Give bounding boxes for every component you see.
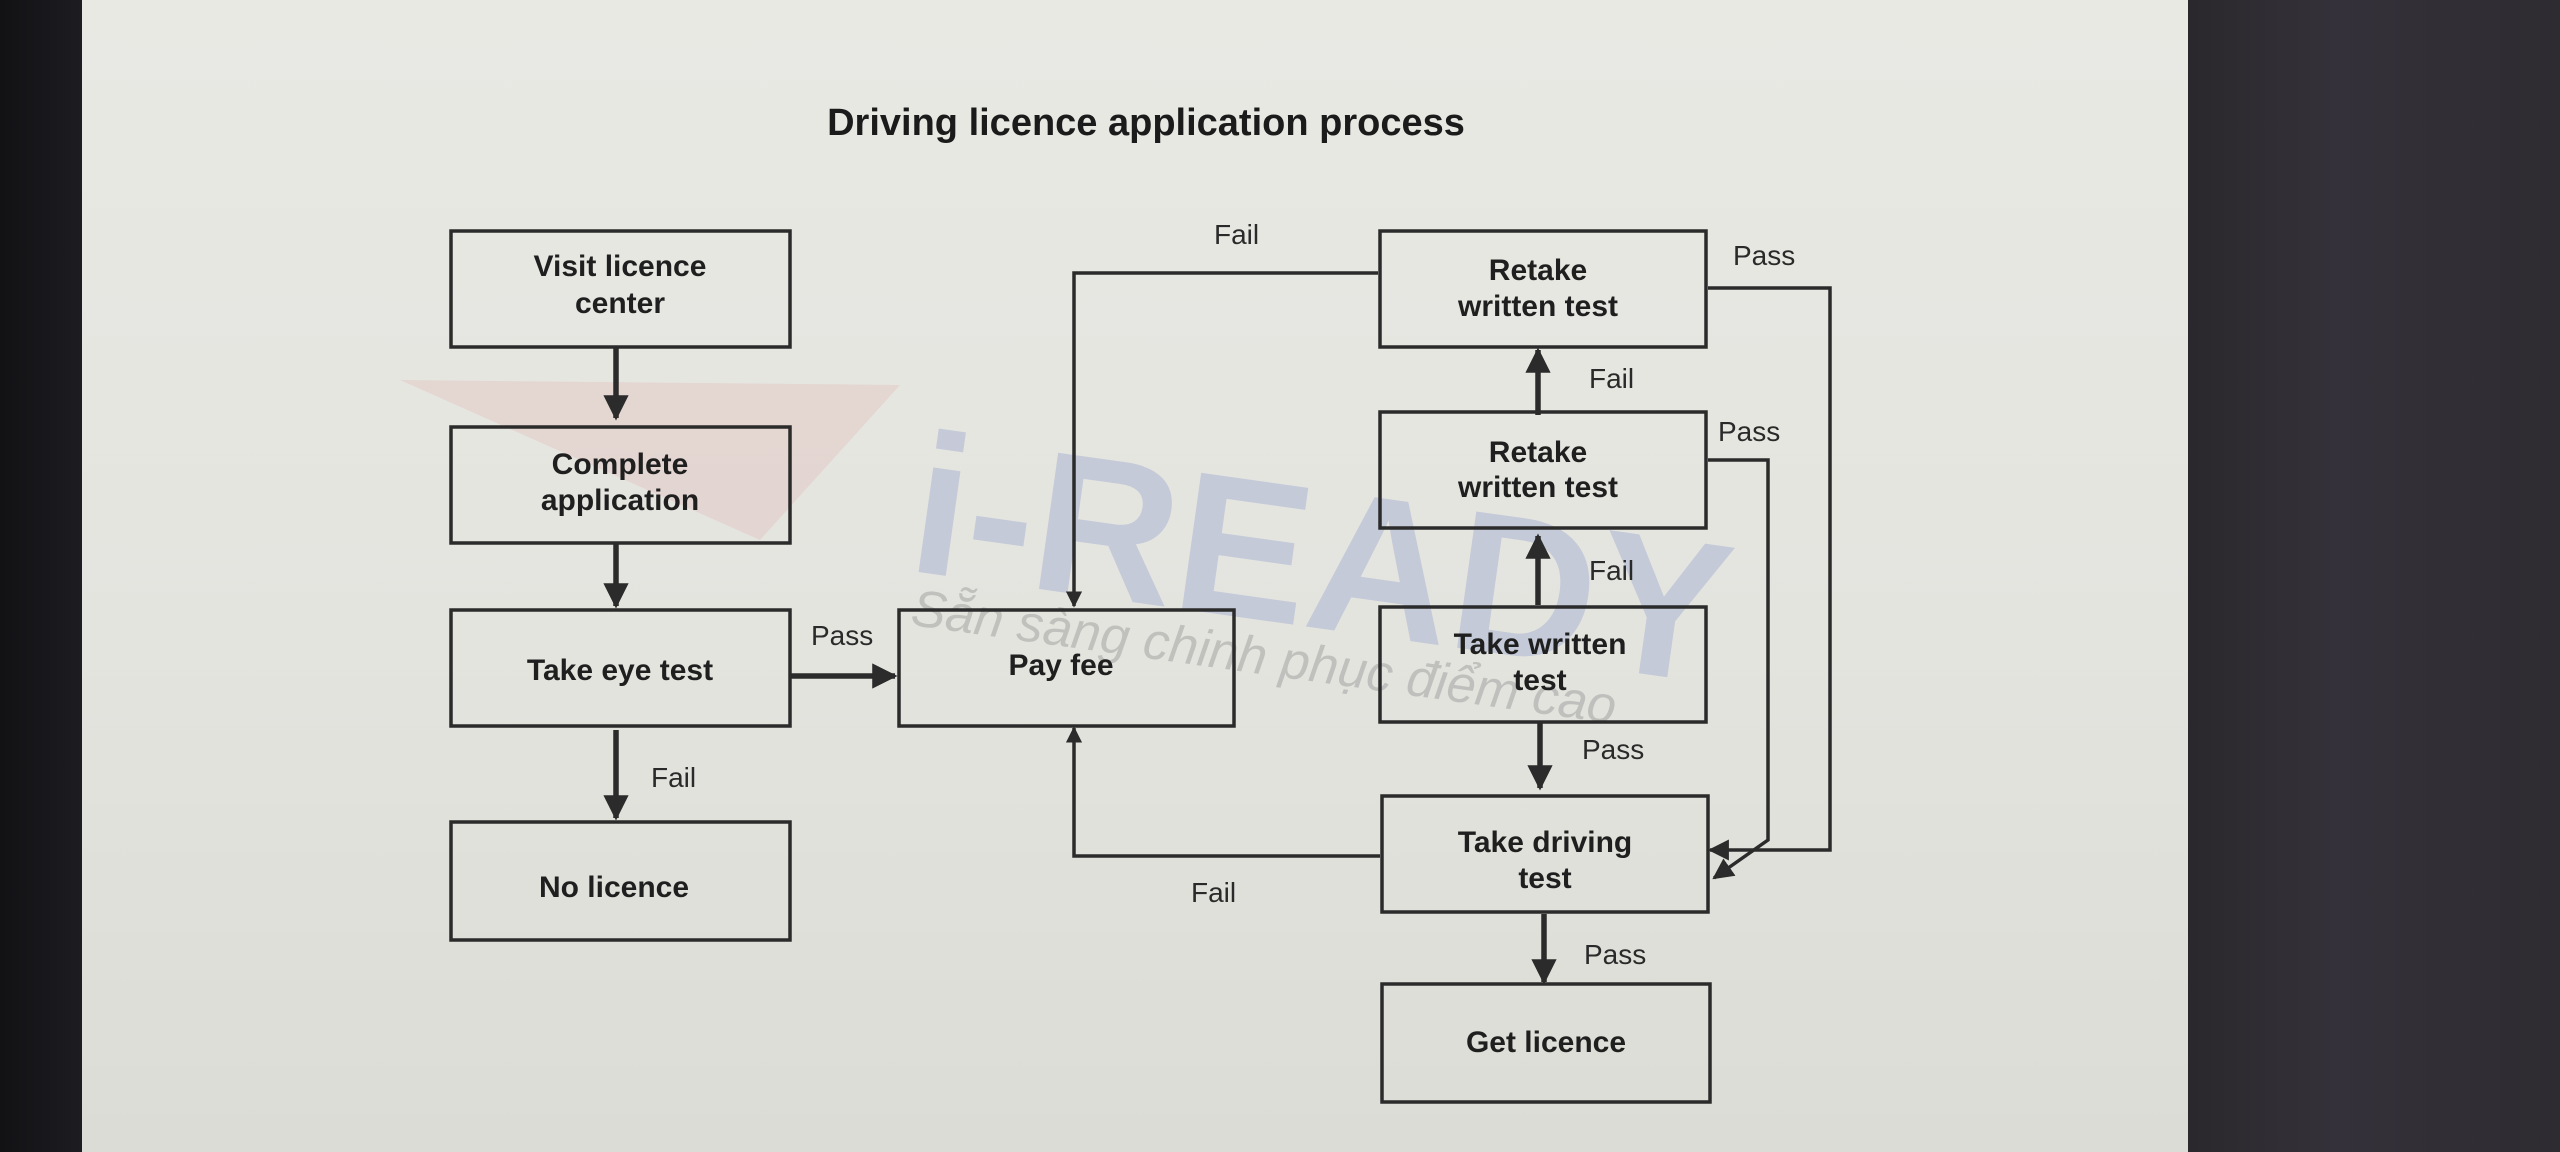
label-written-pass: Pass [1582,734,1644,765]
watermark-logo-shape [400,380,900,540]
box-pay-line-1: Pay fee [1008,649,1113,682]
box-no-licence-line-1: No licence [539,871,689,904]
box-get-line-1: Get licence [1466,1026,1626,1059]
arrow-driving-fail-to-pay [1065,726,1380,858]
box-driving-line-2: test [1518,862,1571,895]
label-written-fail: Fail [1589,555,1634,586]
box-visit-line-1: Visit licence [534,250,707,283]
box-retake-written-test-top: Retake written test [1378,229,1708,349]
box-retake1-line-1: Retake [1489,254,1587,287]
box-retake-written-test-middle: Retake written test [1378,410,1708,530]
box-complete-application: Complete application [449,425,792,545]
label-eye-pass: Pass [811,620,873,651]
box-pay-fee: Pay fee [897,608,1236,728]
box-eye-line-1: Take eye test [527,654,713,687]
box-written-line-1: Take written [1454,628,1627,661]
label-driving-fail: Fail [1191,877,1236,908]
label-retake2-pass: Pass [1718,416,1780,447]
box-retake2-line-2: written test [1457,471,1618,504]
left-bezel [0,0,82,1152]
label-eye-fail: Fail [651,762,696,793]
diagram-title: Driving licence application process [827,102,1465,144]
arrow-retake2-pass-to-driving [1708,458,1770,880]
label-retake2-fail: Fail [1589,363,1634,394]
arrow-retake1-fail-to-pay [1065,271,1378,608]
box-take-driving-test: Take driving test [1380,794,1710,914]
label-driving-pass: Pass [1584,939,1646,970]
right-bezel [2188,0,2560,1152]
box-written-line-2: test [1513,664,1566,697]
box-take-eye-test: Take eye test [449,608,792,728]
box-visit-line-2: center [575,287,665,320]
arrow-retake1-pass-to-driving [1707,286,1832,861]
label-retake1-fail: Fail [1214,219,1259,250]
photographed-screen [82,0,2188,1152]
box-complete-line-1: Complete [552,448,689,481]
label-retake1-pass: Pass [1733,240,1795,271]
box-complete-line-2: application [541,484,699,517]
box-visit-licence-center: Visit licence center [449,229,792,349]
box-retake2-line-1: Retake [1489,436,1587,469]
box-get-licence: Get licence [1380,982,1712,1104]
box-take-written-test: Take written test [1378,605,1708,724]
connectors [603,271,1832,985]
box-no-licence: No licence [449,820,792,942]
box-driving-line-1: Take driving [1458,826,1633,859]
box-retake1-line-2: written test [1457,290,1618,323]
